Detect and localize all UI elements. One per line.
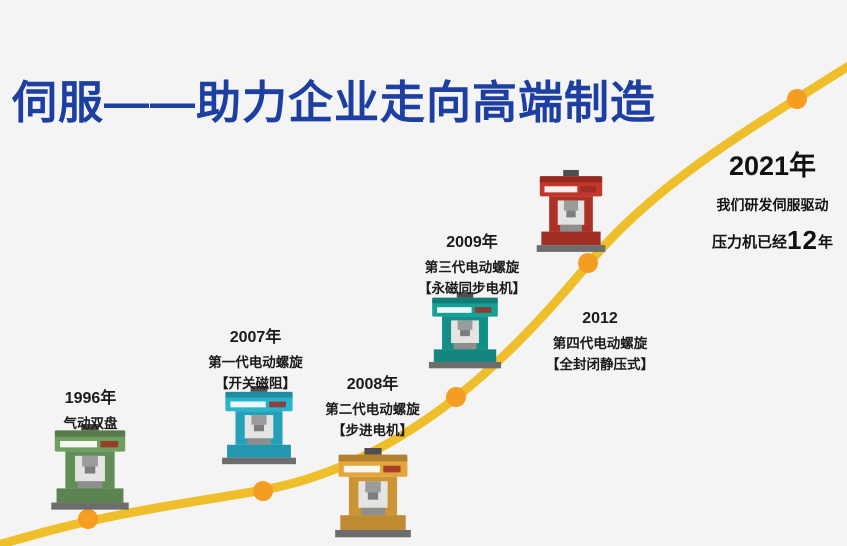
third-gen-electric-screw-press-icon (428, 292, 502, 369)
press-illustration (428, 292, 502, 369)
milestone-desc: 第一代电动螺旋 (208, 355, 303, 370)
finale-years-count: 12 (787, 225, 818, 255)
milestone-desc: 第三代电动螺旋 (424, 260, 520, 275)
milestone-year: 2007年 (229, 329, 282, 346)
timeline-dot (787, 89, 807, 109)
milestone-desc: 【开关磁阻】 (215, 375, 296, 391)
fourth-gen-electric-screw-press-icon (536, 170, 606, 252)
milestone-2007: 2007年 第一代电动螺旋 【开关磁阻】 (188, 323, 323, 395)
milestone-year: 2009年 (446, 234, 498, 251)
press-illustration (335, 448, 411, 538)
timeline-dot (578, 253, 598, 273)
milestone-2021: 2021年 我们研发伺服驱动 压力机已经12年 (700, 144, 845, 256)
press-illustration (536, 170, 606, 252)
press-illustration (222, 386, 296, 465)
second-gen-electric-screw-press-icon (335, 448, 411, 538)
press-illustration (51, 424, 129, 510)
milestone-year: 1996年 (64, 390, 117, 407)
pneumatic-double-disc-press-icon (51, 424, 129, 510)
milestone-desc: 【永磁同步电机】 (418, 280, 526, 296)
page-title: 伺服——助力企业走向高端制造 (12, 77, 657, 129)
timeline-dot (446, 387, 466, 407)
milestone-desc: 【全封闭静压式】 (546, 356, 654, 372)
finale-line2-suffix: 年 (817, 234, 833, 251)
milestone-year: 2008年 (346, 376, 399, 393)
milestone-year: 2012 (582, 310, 618, 327)
finale-line1: 我们研发伺服驱动 (716, 197, 829, 213)
milestone-desc: 气动双盘 (63, 416, 118, 431)
finale-year: 2021年 (728, 151, 817, 181)
finale-line2-prefix: 压力机已经 (712, 234, 788, 251)
milestone-2009: 2009年 第三代电动螺旋 【永磁同步电机】 (402, 228, 542, 300)
milestone-1996: 1996年 气动双盘 (33, 384, 148, 435)
milestone-desc: 第二代电动螺旋 (325, 402, 420, 417)
milestone-desc: 【步进电机】 (332, 422, 413, 438)
timeline-dot (253, 481, 273, 501)
milestone-desc: 第四代电动螺旋 (552, 336, 648, 351)
milestone-2008: 2008年 第二代电动螺旋 【步进电机】 (305, 370, 440, 442)
timeline-dot (78, 509, 98, 529)
first-gen-electric-screw-press-icon (222, 386, 296, 465)
finale-line2: 压力机已经12年 (700, 225, 845, 256)
milestone-2012: 2012 第四代电动螺旋 【全封闭静压式】 (530, 310, 670, 376)
